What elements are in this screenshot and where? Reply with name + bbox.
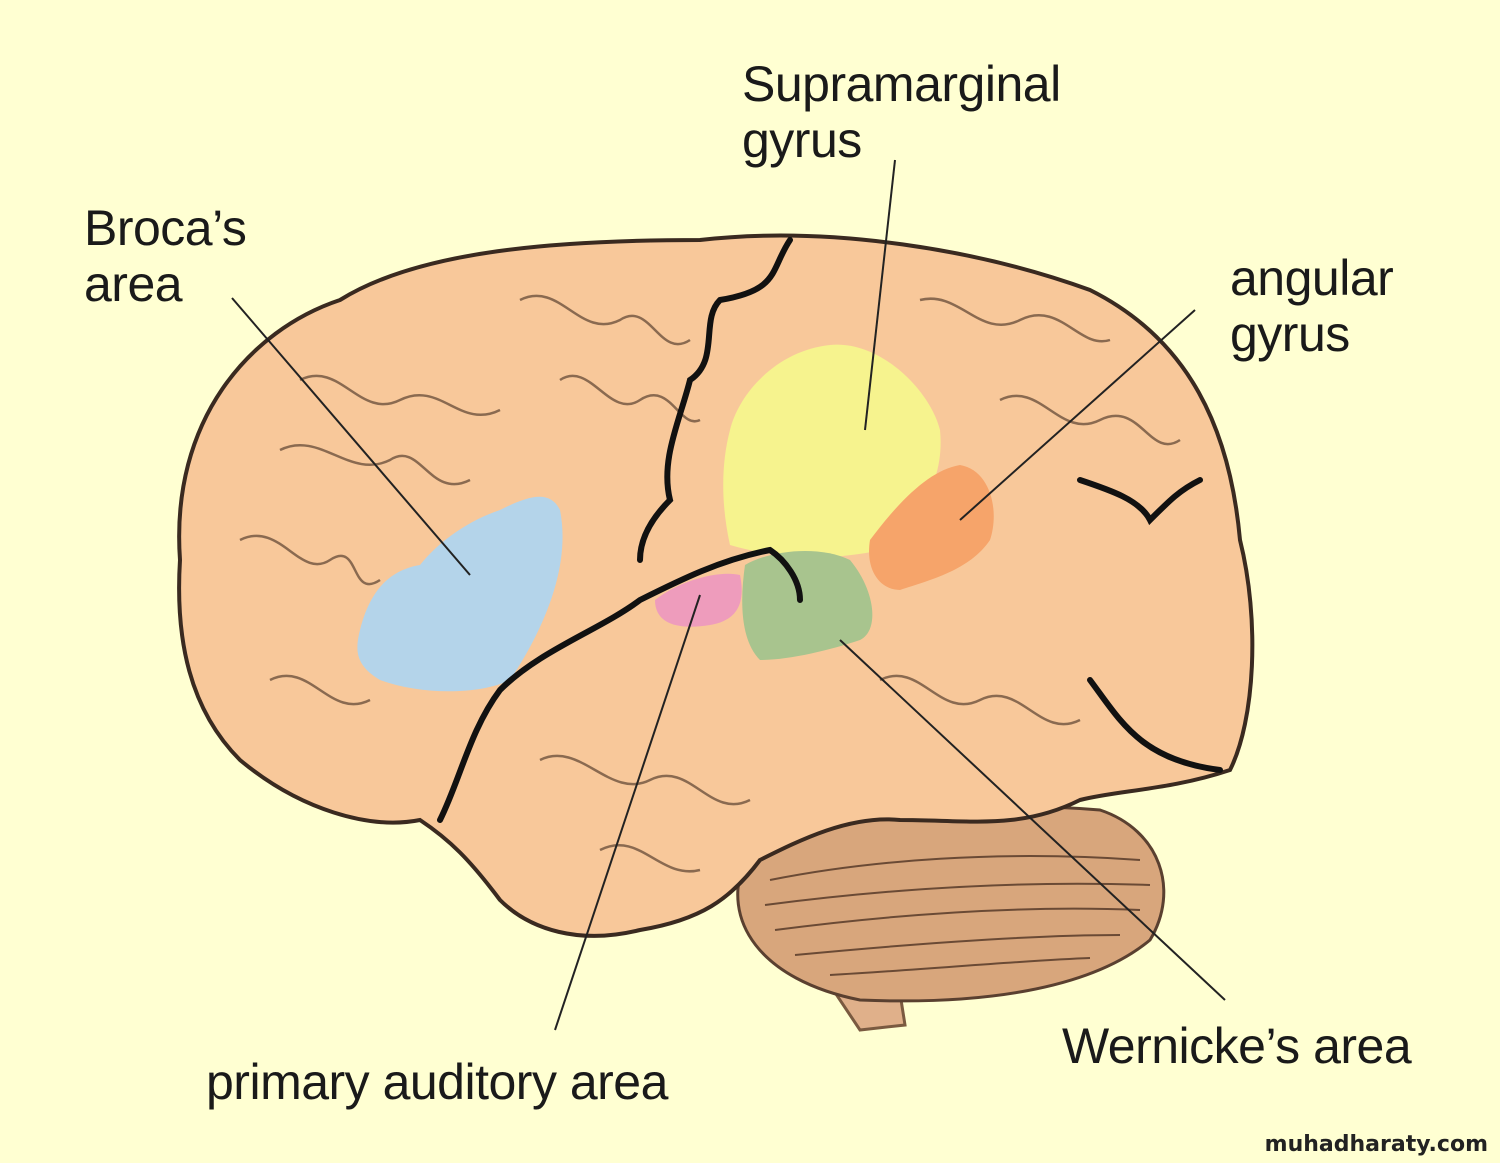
label-line: gyrus xyxy=(1230,306,1350,362)
label-line: gyrus xyxy=(742,112,862,168)
label-line: Supramarginal xyxy=(742,56,1061,112)
sulci xyxy=(437,237,1223,823)
pointer-lines xyxy=(231,159,1226,1031)
label-brocas-area: Broca’s area xyxy=(84,200,247,312)
gyri xyxy=(239,294,1181,873)
supramarginal-area xyxy=(723,344,941,557)
broca-area xyxy=(357,496,563,692)
watermark: muhadharaty.com xyxy=(1264,1132,1488,1157)
label-supramarginal-gyrus: Supramarginal gyrus xyxy=(742,56,1061,168)
label-line: area xyxy=(84,256,183,312)
label-line: angular xyxy=(1230,250,1394,306)
wernicke-area xyxy=(742,550,873,660)
label-line: Broca’s xyxy=(84,200,247,256)
label-wernickes-area: Wernicke’s area xyxy=(1062,1018,1412,1074)
cerebellum-folds xyxy=(764,855,1151,976)
angular-area xyxy=(869,465,994,590)
label-primary-auditory-area: primary auditory area xyxy=(206,1054,668,1110)
label-angular-gyrus: angular gyrus xyxy=(1230,250,1394,362)
